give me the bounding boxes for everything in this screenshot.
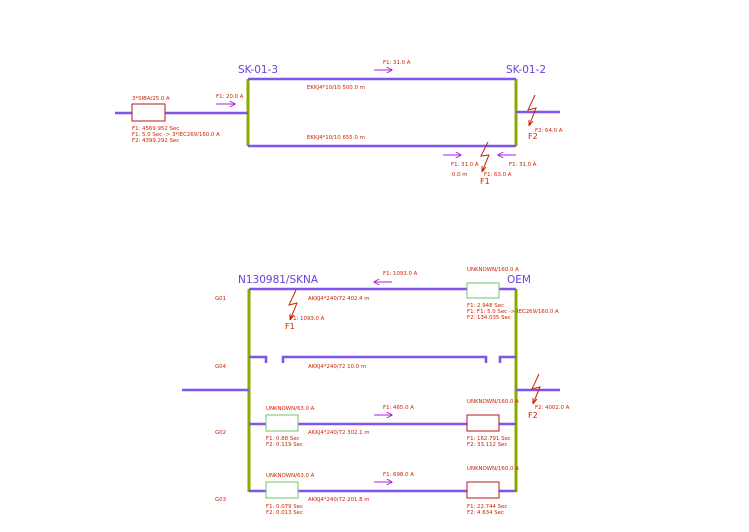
cable-label-g04: AKKJ4*240/72 10.0 m (308, 364, 366, 370)
g03-left-info-2: F2: 0.013 Sec (266, 510, 303, 516)
g02-right-info-2: F2: 33.112 Sec (467, 442, 507, 448)
switch-right-icon (498, 355, 516, 363)
fault-f1-current: F1: 1093.0 A (290, 316, 325, 322)
bus-label-left: N130981/SKNA (238, 274, 319, 286)
fault-bolt-icon (480, 141, 490, 173)
fault-f1-current: F1: 63.0 A (484, 172, 512, 178)
distance-label: 0.0 m (452, 172, 468, 178)
g02-fuse-left-label: UNKNOWN/63.0 A (266, 406, 315, 412)
cable-line-g04[interactable] (281, 355, 488, 363)
relay-name: 3*SIBA/25.0 A (132, 96, 170, 102)
row-label-g01: G01 (215, 296, 226, 302)
relay-box[interactable] (466, 414, 500, 432)
row-label-g03: G03 (215, 497, 226, 503)
g01-info-2: F1: F1: 5.0 Sec -> IEC269/160.0 A (467, 309, 559, 315)
cable-label-g03: AKKJ4*240/72 201.8 m (308, 497, 370, 503)
relay-info-3: F2: 4399.292 Sec (132, 138, 179, 144)
relay-info-2: F1: 5.0 Sec -> 3*IEC269/160.0 A (132, 132, 220, 138)
g02-right-info-1: F1: 162.791 Sec (467, 436, 511, 442)
flow-label: F1: 1093.0 A (383, 271, 418, 277)
diagram-1: SK-01-3 SK-01-2 F1: 31.0 A EKKJ4*10/10 5… (115, 60, 563, 186)
g02-flow-label: F1: 465.0 A (383, 405, 414, 411)
fault-bolt-icon (531, 373, 541, 405)
feed-flow-label: F1: 20.0 A (216, 94, 244, 100)
fuse-box[interactable] (265, 414, 299, 432)
fuse-box[interactable] (466, 282, 500, 299)
fault-f2-label: F2 (528, 411, 538, 420)
diagram-2: N130981/SKNA OEM F1: 1093.0 A UNKNOWN/16… (182, 267, 570, 516)
fuse-box[interactable] (265, 481, 299, 499)
g03-flow-label: F1: 698.0 A (383, 472, 414, 478)
g02-fuse-right-label: UNKNOWN/160.0 A (467, 399, 519, 405)
bus-label-right: OEM (507, 274, 531, 286)
g03-fuse-right-label: UNKNOWN/160.0 A (467, 466, 519, 472)
g02-left-info-1: F1: 0.88 Sec (266, 436, 300, 442)
switch-left-icon (249, 355, 268, 363)
flow-label-bottom-right: F1: 31.0 A (509, 162, 537, 168)
cable-label-1: EKKJ4*10/10 500.0 m (307, 85, 365, 91)
cable-label-g01: AKKJ4*240/72 402.4 m (308, 296, 370, 302)
cable-label-g02: AKKJ4*240/72 302.1 m (308, 430, 370, 436)
g01-info-3: F2: 134.035 Sec (467, 315, 511, 321)
bus-label-right: SK-01-2 (506, 64, 546, 76)
fault-f1-label: F1 (285, 322, 295, 331)
row-label-g02: G02 (215, 430, 226, 436)
g03-fuse-left-label: UNKNOWN/63.0 A (266, 473, 315, 479)
fault-f2-label: F2 (528, 132, 538, 141)
flow-label: F1: 31.0 A (383, 60, 411, 66)
unknown-top-label: UNKNOWN/160.0 A (467, 267, 519, 273)
g02-left-info-2: F2: 0.119 Sec (266, 442, 303, 448)
row-label-g04: G04 (215, 364, 227, 370)
relay-box[interactable] (131, 103, 166, 122)
flow-label-bottom-left: F1: 31.0 A (451, 162, 479, 168)
relay-box[interactable] (466, 481, 500, 499)
g03-left-info-1: F1: 0.079 Sec (266, 504, 303, 510)
fault-f1-label: F1 (480, 177, 490, 186)
fault-bolt-icon (527, 94, 537, 127)
fault-bolt-icon (288, 289, 298, 321)
cable-label-2: EKKJ4*10/10 655.0 m (307, 135, 365, 141)
relay-info-1: F1: 4569.952 Sec (132, 126, 179, 132)
g03-right-info-2: F2: 4.634 Sec (467, 510, 504, 516)
g03-right-info-1: F1: 22.744 Sec (467, 504, 507, 510)
fault-f2-current: F2: 4002.0 A (535, 405, 570, 411)
fault-f2-current: F2: 64.0 A (535, 128, 563, 134)
g01-info-1: F1: 2.948 Sec (467, 303, 504, 309)
bus-label-left: SK-01-3 (238, 64, 278, 76)
